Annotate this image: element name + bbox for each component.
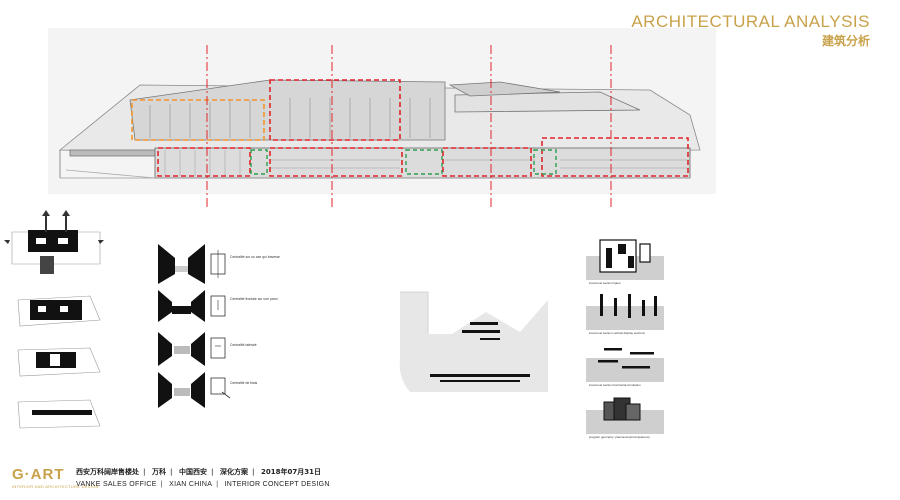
circulation-diagram-diagonal (158, 372, 231, 408)
phase-en: INTERIOR CONCEPT DESIGN (224, 481, 330, 488)
circulation-label-lateral: Centralité latérale (230, 343, 257, 347)
circulation-label-frontal: Centralité frontale sur une paroi (230, 297, 278, 301)
section-diagram-4 (586, 397, 664, 434)
page-subtitle: 建筑分析 (821, 34, 870, 48)
section-diagram-1 (586, 239, 664, 280)
circulation-label-diagonal: Centralité de biais (230, 381, 257, 385)
massing-diagram-4 (17, 399, 101, 429)
circulation-label-axis: Centralité sur un axe qui traverse (230, 255, 280, 259)
section-diagram-2 (586, 294, 664, 330)
circulation-diagram-lateral (158, 332, 226, 366)
section-caption-4: program geometry: phenomenal transparenc… (589, 435, 650, 439)
massing-diagram-2 (17, 295, 101, 327)
location-cn: 中国西安 (179, 468, 207, 476)
date-cn: 2018年07月31日 (261, 468, 321, 476)
section-caption-1: innermost section figure (589, 281, 621, 285)
highlight-box-orange (131, 99, 265, 141)
circulation-diagram-axis (158, 244, 226, 284)
circulation-diagram-frontal (158, 290, 226, 322)
page-title: ARCHITECTURAL ANALYSIS (631, 12, 870, 31)
project-info-en: VANKE SALES OFFICE| XIAN CHINA| INTERIOR… (76, 481, 330, 488)
upper-facade-fins (149, 98, 431, 138)
section-diagrams: innermost section figure innermost secti… (586, 239, 664, 439)
brand-logo-subtitle: INTERIOR AND ARCHITECTURE DESIGN (12, 484, 99, 489)
project-info-cn: 西安万科阔岸售楼处| 万科| 中国西安| 深化方案| 2018年07月31日 (76, 468, 321, 476)
analysis-drawing: Centralité sur un axe qui traverse Centr… (4, 45, 701, 439)
axis-lines (206, 45, 612, 210)
brand-logo: G·ART (12, 466, 65, 483)
massing-diagram-3 (17, 347, 101, 377)
central-plan-diagram (399, 291, 548, 392)
section-caption-3: innermost section horizontal circulation (589, 383, 641, 387)
building-massing (58, 79, 701, 179)
section-diagram-3 (586, 348, 664, 382)
project-name-cn: 西安万科阔岸售楼处 (76, 468, 139, 476)
phase-cn: 深化方案 (220, 468, 248, 476)
massing-diagram-1 (4, 210, 104, 274)
highlight-boxes-green (250, 149, 557, 175)
client-cn: 万科 (152, 468, 166, 476)
massing-diagrams (4, 210, 104, 429)
location-en: XIAN CHINA (169, 481, 213, 488)
project-name-en: VANKE SALES OFFICE (76, 481, 157, 488)
circulation-diagrams: Centralité sur un axe qui traverse Centr… (158, 244, 280, 408)
highlight-boxes-red (157, 79, 689, 177)
lower-facade-grid (164, 150, 690, 176)
section-caption-2: innermost section vertical display secti… (589, 331, 645, 335)
